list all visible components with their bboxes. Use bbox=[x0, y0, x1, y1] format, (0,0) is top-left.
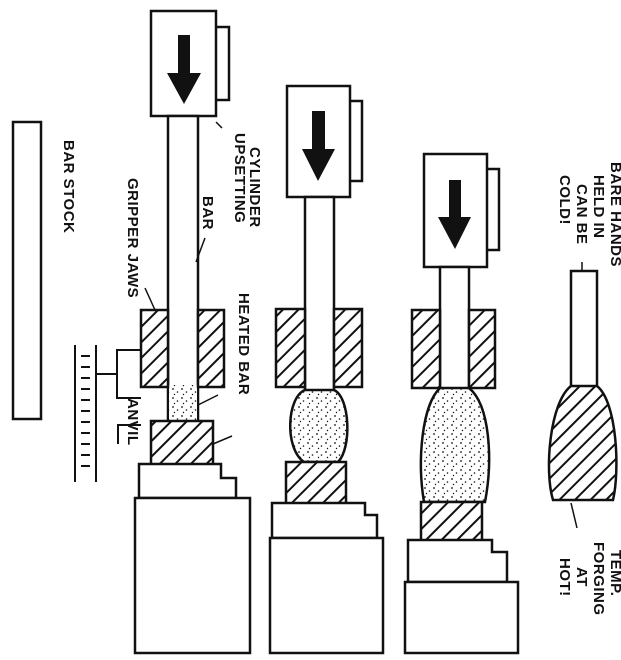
label-gripper-jaws: GRIPPER JAWS bbox=[124, 178, 141, 298]
gripper-jaw-left-1 bbox=[141, 310, 168, 387]
label-cold-line-1: COLD! bbox=[556, 175, 573, 225]
label-anvil: ANVIL bbox=[124, 398, 141, 446]
bar-3 bbox=[440, 267, 469, 390]
label-hot-line-4: TEMP. bbox=[607, 550, 621, 596]
die-base-1 bbox=[135, 498, 250, 653]
label-bar: BAR bbox=[199, 196, 216, 230]
label-cold-line-2: CAN BE bbox=[573, 184, 590, 245]
gripper-jaw-right-2 bbox=[334, 309, 362, 387]
label-hot-line-3: FORGING bbox=[590, 542, 607, 616]
finished-upset-head bbox=[549, 386, 616, 500]
bar-2 bbox=[305, 197, 334, 392]
gripper-jaw-left-2 bbox=[276, 309, 305, 387]
label-hot-line-1: HOT! bbox=[556, 558, 573, 597]
die-base-3 bbox=[405, 582, 518, 653]
label-bar-stock: BAR STOCK bbox=[60, 140, 77, 233]
label-heated-bar: HEATED BAR bbox=[235, 293, 252, 395]
anvil-1 bbox=[151, 421, 213, 466]
bar-1 bbox=[168, 116, 198, 420]
label-cylinder: CYLINDER bbox=[246, 147, 263, 228]
anvil-3 bbox=[421, 502, 482, 542]
die-base-2 bbox=[270, 538, 383, 653]
label-upsetting: UPSETTING bbox=[231, 133, 248, 223]
gripper-jaw-right-1 bbox=[198, 310, 224, 387]
upset-bulb-2 bbox=[290, 390, 347, 462]
gripper-jaw-right-3 bbox=[469, 310, 495, 388]
gripper-jaw-left-3 bbox=[412, 310, 440, 388]
label-hot-line-2: AT bbox=[573, 567, 590, 587]
bar-stock bbox=[13, 122, 41, 419]
upset-bulb-3 bbox=[421, 388, 489, 502]
label-cold-line-3: HELD IN bbox=[590, 175, 607, 239]
finished-bar-shank bbox=[571, 271, 597, 388]
label-cold-line-4: BARE HANDS bbox=[607, 162, 621, 267]
anvil-2 bbox=[286, 462, 346, 505]
